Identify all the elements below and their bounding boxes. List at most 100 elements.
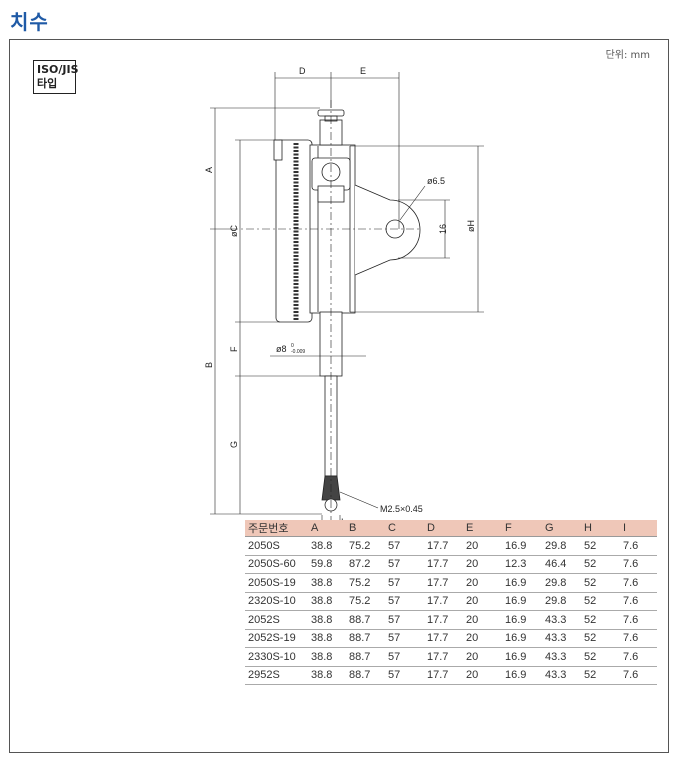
table-cell: 7.6 [620,592,657,611]
table-cell: 88.7 [346,647,385,667]
table-cell: 52 [581,555,620,574]
table-cell: 57 [385,647,424,667]
table-cell: 38.8 [308,573,346,593]
table-cell: 88.7 [346,666,385,685]
dimension-panel: 단위: mm ISO/JIS 타입 [9,39,669,753]
table-cell: 43.3 [542,666,581,685]
table-cell: 38.8 [308,629,346,648]
dim-label-h: øH [466,220,476,232]
table-cell: 46.4 [542,555,581,574]
spec-table-header-row: 주문번호 A B C D E F G H I [245,520,657,537]
table-cell: 87.2 [346,555,385,574]
col-header-i: I [620,520,657,537]
table-cell: 29.8 [542,573,581,593]
centre-lines [230,100,420,525]
table-cell: 17.7 [424,573,463,593]
type-badge-line1: ISO/JIS [37,63,79,76]
table-cell: 57 [385,592,424,611]
dim-label-c: øC [229,225,239,237]
dim-label-stem: ø8 [276,344,287,354]
table-cell: 17.7 [424,666,463,685]
table-cell: 52 [581,573,620,593]
col-header-g: G [542,520,581,537]
table-cell: 57 [385,555,424,574]
dim-label-thread: M2.5×0.45 [380,504,423,514]
order-number-cell: 2330S-10 [245,647,308,667]
table-cell: 20 [463,610,502,630]
table-cell: 52 [581,610,620,630]
dial-indicator-drawing: D E A B øC F G øH 16 ø6.5 ø8 0 -0.009 M2… [204,66,484,530]
dim-label-e: E [360,66,366,76]
dim-label-a: A [204,167,214,173]
table-cell: 16.9 [502,647,542,667]
table-cell: 12.3 [502,555,542,574]
table-cell: 17.7 [424,629,463,648]
order-number-cell: 2050S-60 [245,555,308,574]
table-cell: 52 [581,629,620,648]
table-cell: 88.7 [346,629,385,648]
table-cell: 38.8 [308,610,346,630]
table-cell: 29.8 [542,592,581,611]
table-cell: 57 [385,629,424,648]
table-cell: 38.8 [308,592,346,611]
table-cell: 7.6 [620,536,657,556]
dim-label-16: 16 [438,224,448,234]
table-cell: 38.8 [308,666,346,685]
table-cell: 7.6 [620,629,657,648]
col-header-d: D [424,520,463,537]
dim-label-tol-lower: -0.009 [291,349,305,355]
col-header-f: F [502,520,542,537]
table-cell: 29.8 [542,536,581,556]
table-cell: 52 [581,592,620,611]
type-badge-line2: 타입 [37,77,58,90]
table-cell: 57 [385,573,424,593]
col-header-a: A [308,520,346,537]
table-cell: 7.6 [620,666,657,685]
dim-label-d: D [299,66,306,76]
table-cell: 20 [463,647,502,667]
table-cell: 17.7 [424,555,463,574]
table-cell: 43.3 [542,610,581,630]
table-cell: 16.9 [502,536,542,556]
col-header-c: C [385,520,424,537]
col-header-b: B [346,520,385,537]
table-cell: 20 [463,555,502,574]
table-cell: 57 [385,610,424,630]
table-cell: 52 [581,536,620,556]
table-cell: 20 [463,666,502,685]
table-cell: 59.8 [308,555,346,574]
order-number-cell: 2320S-10 [245,592,308,611]
order-number-cell: 2052S [245,610,308,630]
table-cell: 20 [463,629,502,648]
table-cell: 20 [463,592,502,611]
order-number-cell: 2050S-19 [245,573,308,593]
table-cell: 75.2 [346,536,385,556]
table-cell: 17.7 [424,647,463,667]
table-cell: 20 [463,573,502,593]
table-cell: 17.7 [424,610,463,630]
table-cell: 16.9 [502,666,542,685]
table-cell: 7.6 [620,647,657,667]
dim-label-b: B [204,362,214,368]
table-cell: 16.9 [502,629,542,648]
col-header-h: H [581,520,620,537]
table-cell: 52 [581,666,620,685]
table-cell: 57 [385,536,424,556]
order-number-cell: 2052S-19 [245,629,308,648]
table-cell: 7.6 [620,555,657,574]
table-cell: 7.6 [620,610,657,630]
unit-label: 단위: mm [605,50,650,61]
order-number-cell: 2952S [245,666,308,685]
table-cell: 88.7 [346,610,385,630]
table-cell: 20 [463,536,502,556]
table-cell: 16.9 [502,610,542,630]
dim-label-f: F [229,346,239,352]
table-cell: 16.9 [502,592,542,611]
